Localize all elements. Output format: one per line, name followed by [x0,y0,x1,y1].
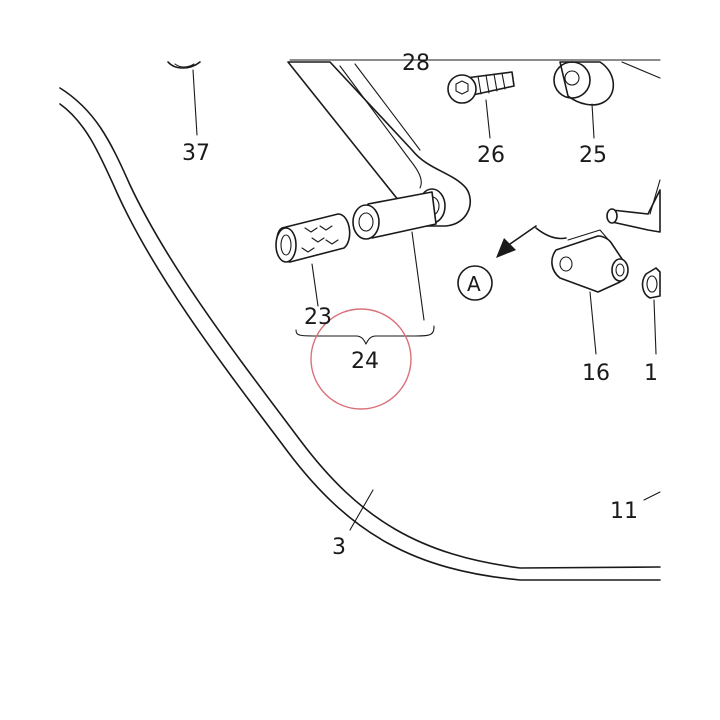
label-25: 25 [579,143,607,168]
linkage-rod [606,179,661,233]
part-16-clevis [535,227,629,355]
callout-arrow [457,225,537,301]
leaders-23-24 [295,231,435,345]
part-23-sleeve [275,213,351,263]
label-37: 37 [182,141,210,166]
part-25 [553,61,661,139]
label-24: 24 [351,349,379,374]
highlight-circle [310,308,412,410]
label-3: 3 [332,535,346,560]
part-37 [167,61,201,136]
label-16: 16 [582,361,610,386]
label-11: 11 [610,499,638,524]
label-23: 23 [304,305,332,330]
part-26-bolt [447,71,515,139]
leader-11 [643,491,661,501]
label-28: 28 [402,51,430,76]
label-26: 26 [477,143,505,168]
leader-3 [349,489,374,531]
label-1: 1 [644,361,658,386]
frame-curve [59,87,661,581]
callout-label-a: A [467,272,481,296]
pivot-shaft [352,191,437,240]
part-1-nut [641,267,661,355]
